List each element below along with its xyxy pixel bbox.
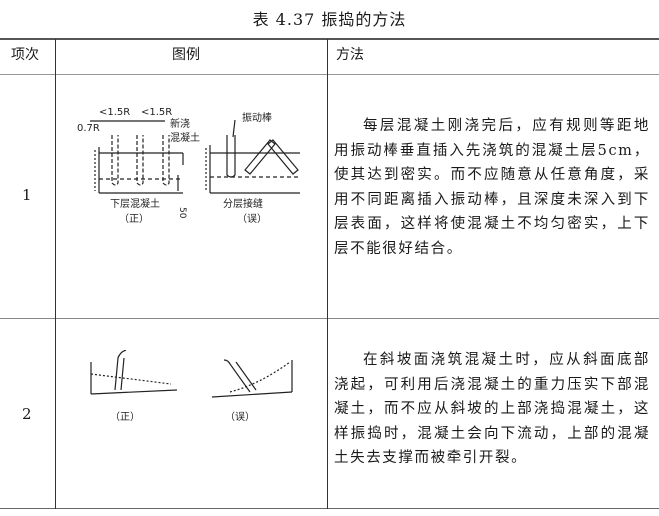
depth-label: 50 [177, 207, 187, 219]
correct-label: （正） [110, 411, 140, 423]
row-item-number: 1 [22, 186, 32, 204]
table-top-rule [0, 38, 659, 40]
table-title: 表 4.37 振捣的方法 [252, 10, 407, 29]
header-figure: 图例 [172, 47, 200, 63]
column-divider [327, 39, 328, 509]
edge-distance-label: 0.7R [77, 123, 100, 134]
wrong-label: （误） [237, 213, 267, 225]
figure-vertical-vibration: <1.5R <1.5R 0.7R 新浇 混凝土 50 下层混凝土 振动棒 分层接… [77, 107, 300, 225]
column-divider [55, 39, 56, 509]
layer-joint-label: 分层接缝 [223, 197, 263, 210]
spacing-label: <1.5R [141, 107, 172, 118]
lower-layer-label: 下层混凝土 [110, 197, 160, 210]
table-bottom-rule [0, 508, 659, 509]
correct-label: （正） [119, 213, 149, 225]
vibrator-label: 振动棒 [242, 111, 272, 124]
new-pour-label: 新浇 [170, 117, 190, 130]
header-method: 方法 [336, 47, 364, 63]
figure-slope-pouring: （正） （误） [90, 350, 293, 423]
row-divider [0, 318, 659, 319]
wrong-label: （误） [225, 411, 255, 423]
spacing-label: <1.5R [99, 107, 130, 118]
row-item-number: 2 [22, 405, 32, 423]
header-item: 项次 [11, 47, 39, 63]
method-text: 在斜坡面浇筑混凝土时，应从斜面底部浇起，可利用后浇混凝土的重力压实下部混凝土，而… [334, 352, 650, 466]
header-rule [0, 74, 659, 75]
new-pour-label: 混凝土 [170, 131, 200, 144]
method-text: 每层混凝土刚浇完后，应有规则等距地用振动棒垂直插入先浇筑的混凝土层5cm，使其达… [334, 118, 650, 257]
